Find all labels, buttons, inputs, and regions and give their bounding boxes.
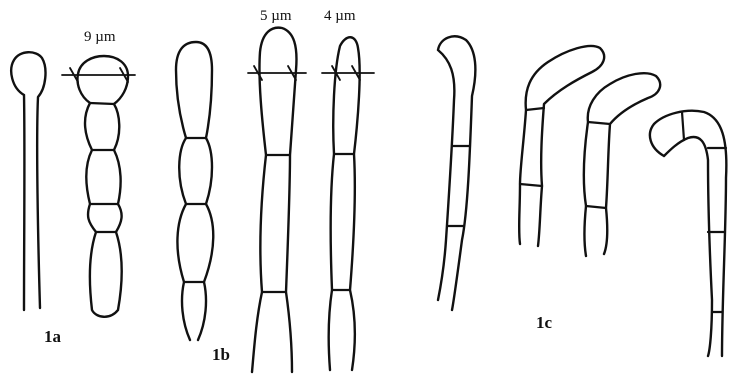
hooked-hypha-outline	[438, 36, 475, 310]
capitate-hypha-outline	[11, 52, 45, 310]
hooked-hypha-1c-b	[519, 46, 604, 246]
moniliform-chain-1a	[62, 56, 135, 317]
hooked-hypha-1c-d	[650, 111, 726, 356]
chain-left-outline	[78, 56, 129, 317]
beaded-hypha-1b	[176, 42, 213, 340]
measure-line-4um	[322, 66, 374, 80]
hypha-5um-1b	[248, 28, 306, 372]
hooked-hypha-1c-c	[584, 73, 660, 256]
panel-label-1b: 1b	[212, 346, 230, 363]
beaded-hypha-septa	[184, 138, 206, 282]
measure-line-9um	[62, 68, 135, 82]
hypha-4um-outline	[329, 37, 360, 370]
hypha-4um-1b	[322, 37, 374, 370]
beaded-hypha-outline	[176, 42, 213, 340]
hooked-hypha-outline	[519, 46, 604, 246]
chain-septa	[90, 103, 118, 232]
hooked-hypha-outline	[584, 73, 660, 256]
panel-label-1c: 1c	[536, 314, 552, 331]
capitate-hypha-1a	[11, 52, 45, 310]
panel-label-1a: 1a	[44, 328, 61, 345]
measurement-label-4um: 4 µm	[324, 9, 356, 24]
hypha-5um-outline	[252, 28, 296, 372]
measurement-label-5um: 5 µm	[260, 9, 292, 24]
hooked-hypha-1c-a	[438, 36, 475, 310]
measurement-label-9um: 9 µm	[84, 30, 116, 45]
